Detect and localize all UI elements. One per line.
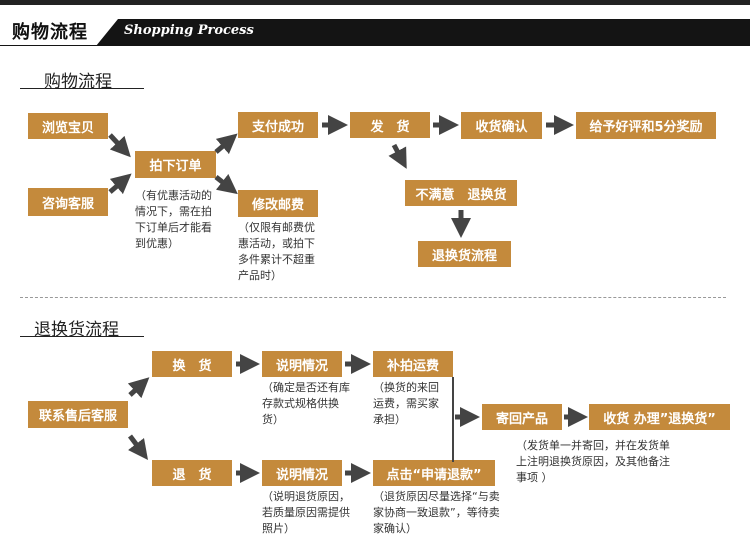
box-modify-postage: 修改邮费 <box>238 190 318 217</box>
note-postage: （仅限有邮费优惠活动，或拍下多件累计不超重产品时） <box>238 221 315 282</box>
section-separator <box>20 297 726 298</box>
arrow-browse-order <box>108 133 131 158</box>
page-subtitle: Shopping Process <box>124 23 254 38</box>
section-underline <box>20 88 144 89</box>
arrow-order-postage <box>214 173 238 195</box>
box-consult: 咨询客服 <box>28 188 108 216</box>
header-banner <box>96 19 750 46</box>
note-explain-return: （说明退货原因，若质量原因需提供照片） <box>262 490 350 535</box>
header-top-bar <box>0 0 750 5</box>
box-review: 给予好评和5分奖励 <box>576 112 716 139</box>
box-confirm-receipt: 收货确认 <box>461 112 542 139</box>
box-explain-return: 说明情况 <box>262 460 342 486</box>
box-send-back: 寄回产品 <box>482 404 562 430</box>
note-apply-refund: （退货原因尽量选择“与卖家协商一致退款”，等待卖家确认） <box>373 490 500 535</box>
section-underline <box>20 336 144 337</box>
box-pay-success: 支付成功 <box>238 112 318 138</box>
arrow-ship-unsatisfied <box>388 143 407 169</box>
box-contact-service: 联系售后客服 <box>28 401 128 428</box>
merge-line <box>452 377 454 462</box>
section-title-shopping: 购物流程 <box>44 72 112 92</box>
arrow-order-pay <box>214 133 238 155</box>
box-apply-refund: 点击“申请退款” <box>373 460 495 486</box>
box-return-flow: 退换货流程 <box>418 241 511 267</box>
box-order: 拍下订单 <box>135 151 216 178</box>
box-explain-exchange: 说明情况 <box>262 351 342 377</box>
note-explain-exchange: （确定是否还有库存款式规格供换货） <box>262 381 350 426</box>
box-repay-shipping: 补拍运费 <box>373 351 453 377</box>
note-send-back: （发货单一并寄回，并在发货单上注明退换货原因，及其他备注事项 ） <box>516 439 670 484</box>
note-order: （有优惠活动的情况下，需在拍下订单后才能看到优惠） <box>135 189 212 250</box>
box-return: 退 货 <box>152 460 232 486</box>
box-unsatisfied: 不满意 退换货 <box>405 180 517 206</box>
box-ship: 发 货 <box>350 112 430 138</box>
header-divider <box>0 45 750 46</box>
box-exchange: 换 货 <box>152 351 232 377</box>
box-browse: 浏览宝贝 <box>28 113 108 139</box>
section-title-return: 退换货流程 <box>34 320 119 340</box>
arrow-contact-return <box>128 434 148 460</box>
arrow-consult-order <box>108 173 132 195</box>
box-receive-handle: 收货 办理”退换货” <box>589 404 730 430</box>
arrow-contact-exchange <box>127 377 150 399</box>
page-title: 购物流程 <box>12 22 88 43</box>
note-repay-shipping: （换货的来回运费，需买家承担） <box>373 381 439 426</box>
